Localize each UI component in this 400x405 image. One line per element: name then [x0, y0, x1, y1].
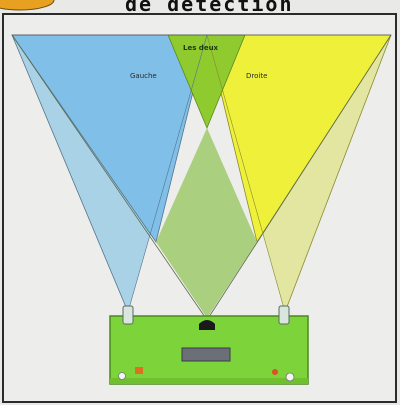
right-led-icon	[286, 373, 294, 381]
logo-badge-icon	[0, 0, 54, 10]
right-sensor-icon	[279, 306, 289, 324]
circuit-board	[110, 306, 308, 384]
zone-label-center: Les deux	[183, 44, 219, 52]
zone-label-left: Gauche	[130, 72, 157, 80]
left-component-icon	[135, 367, 143, 374]
display-chip	[182, 348, 230, 361]
right-component-icon	[272, 369, 278, 375]
left-sensor-icon	[123, 306, 133, 324]
heading-text: de détection	[125, 0, 294, 16]
zone-label-right: Droite	[246, 72, 267, 80]
board-bottom-edge	[110, 378, 308, 384]
left-led-icon	[119, 373, 126, 380]
